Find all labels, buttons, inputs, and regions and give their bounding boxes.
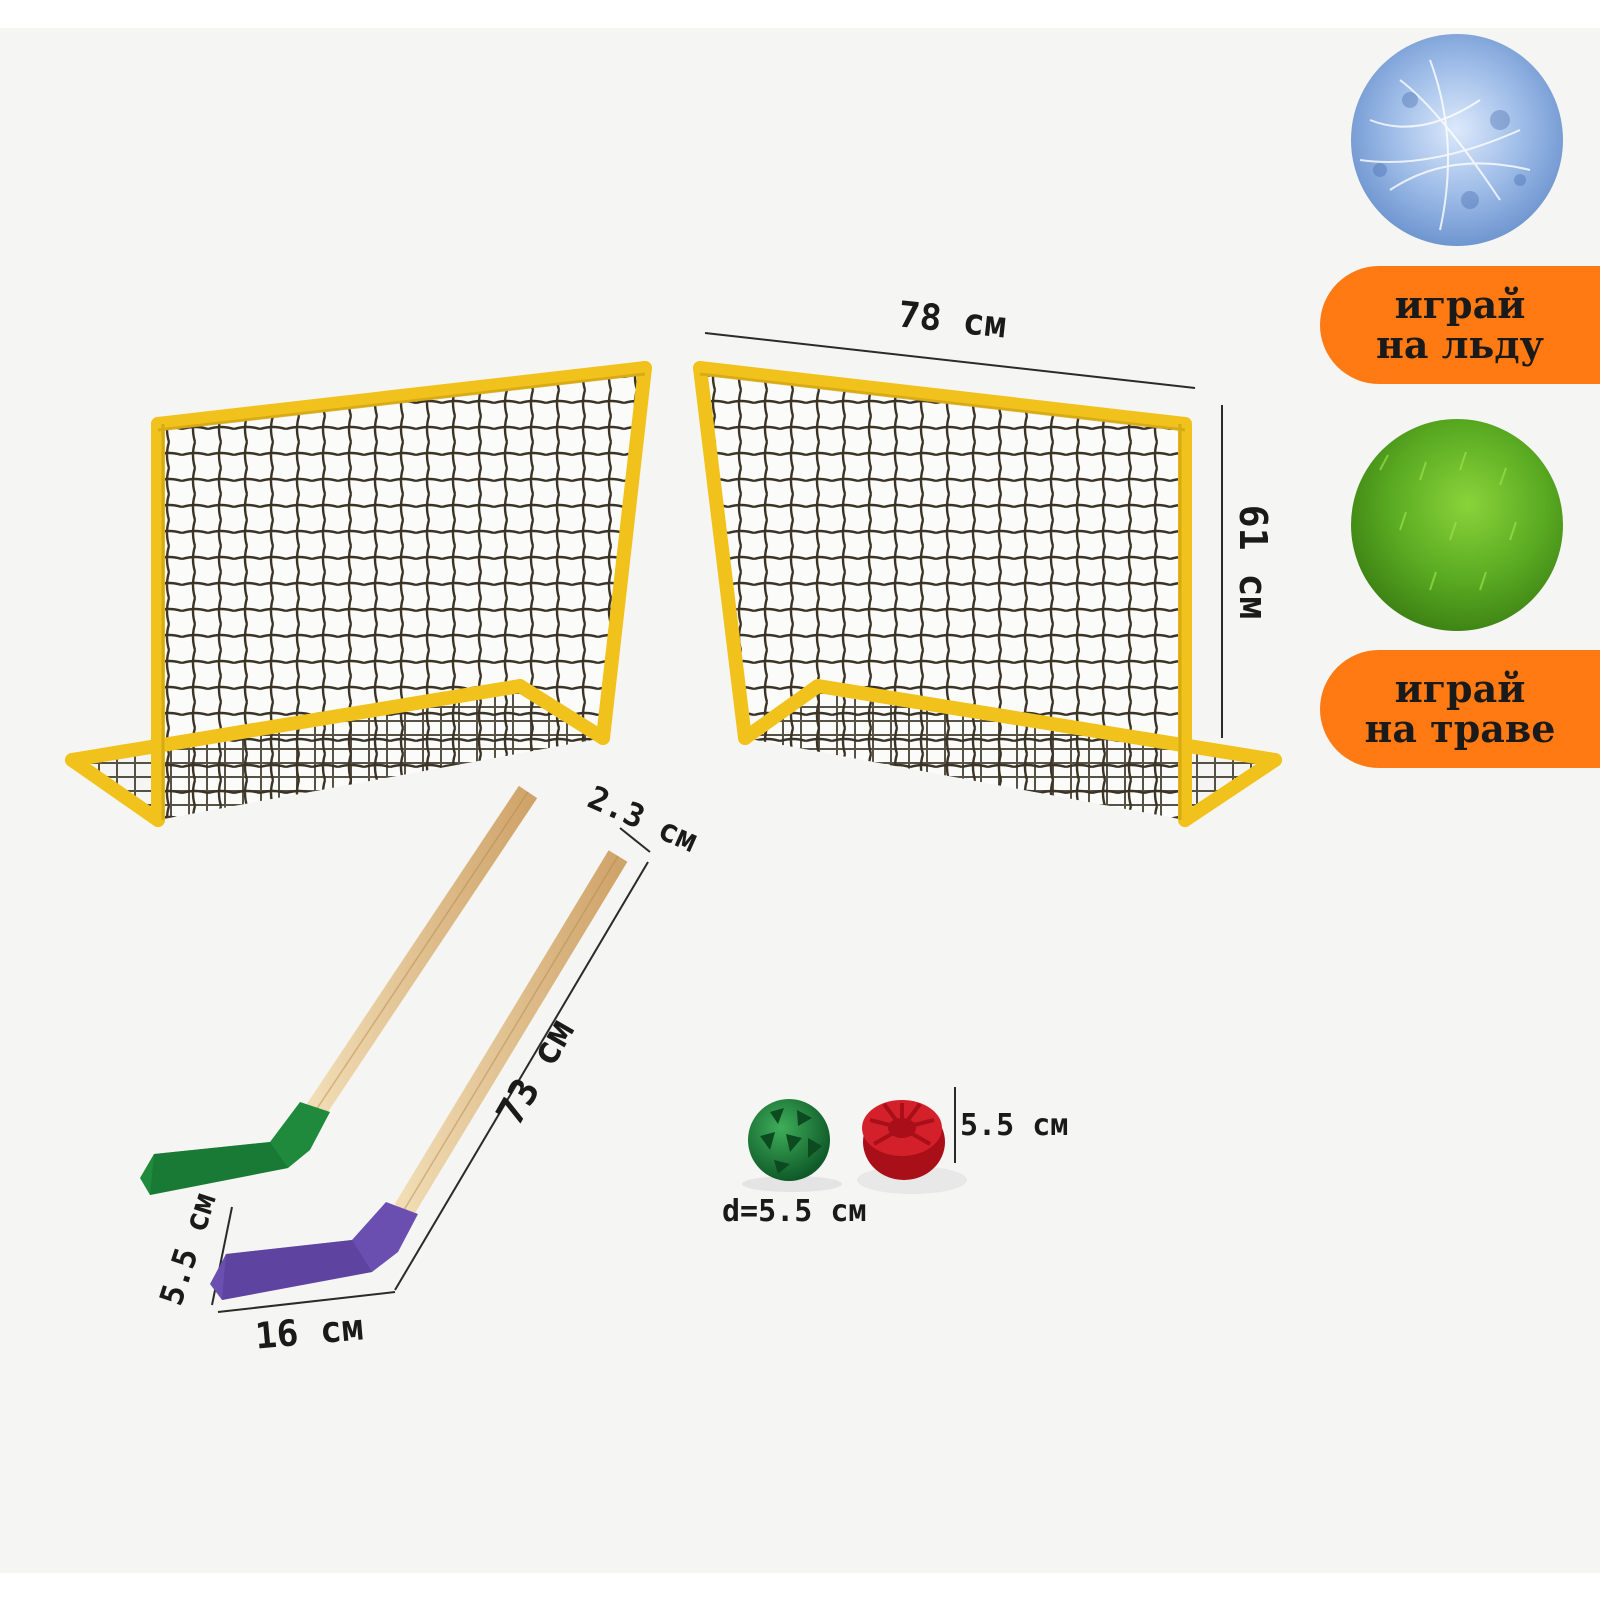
badge-grass-line1: играй: [1394, 666, 1526, 711]
ice-texture-icon: [1351, 34, 1563, 246]
purple-hockey-stick: [210, 850, 628, 1300]
green-hockey-stick: [140, 785, 538, 1195]
left-hockey-goal: [65, 361, 652, 827]
badge-ice-line1: играй: [1394, 282, 1526, 327]
ball-diameter-label: d=5.5 см: [722, 1194, 867, 1229]
goal-height-label: 61 см: [1231, 504, 1276, 620]
right-hockey-goal: [693, 361, 1282, 827]
badge-grass-line2: на траве: [1364, 706, 1556, 751]
green-ball: [742, 1099, 842, 1192]
puck-diameter-label: 5.5 см: [960, 1108, 1069, 1143]
red-puck: [857, 1100, 967, 1194]
dimension-lines: [211, 332, 1223, 1313]
badge-play-on-ice: играй на льду: [1320, 266, 1600, 384]
grass-texture-icon: [1351, 419, 1563, 631]
badge-ice-line2: на льду: [1376, 322, 1544, 367]
badge-play-on-grass: играй на траве: [1320, 650, 1600, 768]
